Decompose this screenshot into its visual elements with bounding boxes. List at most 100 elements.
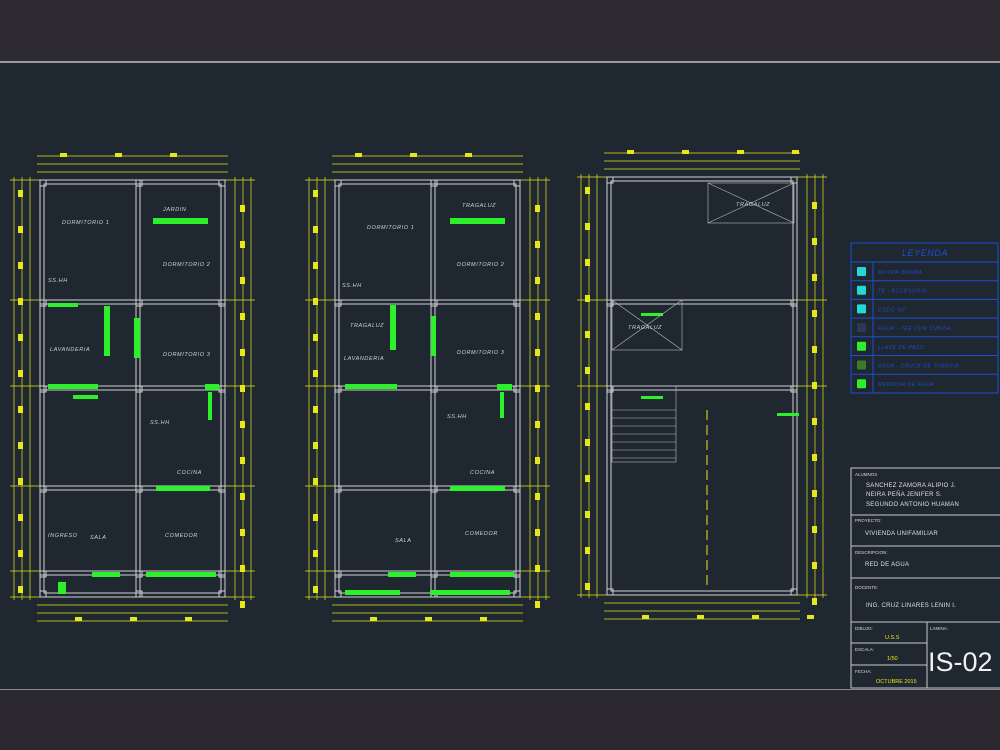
- docente-label: DOCENTE:: [855, 585, 878, 590]
- dimension-text: [585, 367, 590, 374]
- student-name: NEIRA PEÑA JENIFER S.: [866, 491, 942, 498]
- dimension-text: [812, 490, 817, 497]
- pump-icon: [857, 267, 866, 276]
- column: [218, 590, 226, 598]
- room-label: TRAGALUZ: [350, 323, 384, 329]
- dimension-text: [585, 331, 590, 338]
- dimension-text: [313, 478, 318, 485]
- dimension-text: [355, 153, 362, 157]
- column: [513, 179, 521, 187]
- dimension-text: [812, 238, 817, 245]
- column: [513, 570, 521, 578]
- dimension-text: [240, 601, 245, 608]
- dimension-text: [240, 277, 245, 284]
- column: [430, 570, 438, 578]
- light-well-frame: [611, 299, 683, 351]
- room-label: COCINA: [177, 470, 202, 476]
- dimension-text: [812, 346, 817, 353]
- water-pipe: [205, 384, 219, 390]
- column: [135, 590, 143, 598]
- water-pipe: [92, 572, 120, 577]
- column: [39, 385, 47, 393]
- dimension-text: [18, 550, 23, 557]
- column: [39, 590, 47, 598]
- dimension-text: [535, 349, 540, 356]
- room-label: TRAGALUZ: [462, 203, 496, 209]
- column: [218, 299, 226, 307]
- dimension-text: [370, 617, 377, 621]
- dimension-text: [115, 153, 122, 157]
- room-label: DORMITORIO 1: [367, 225, 414, 231]
- legend-label: MOTOR BOMBA: [878, 270, 923, 276]
- plan-3-labels: TRAGALUZ TRAGALUZ: [628, 202, 770, 331]
- title-block: [850, 467, 1000, 689]
- dimension-text: [812, 598, 817, 605]
- water-pipe: [345, 590, 400, 595]
- water-pipe: [208, 392, 212, 420]
- dimension-text: [792, 150, 799, 154]
- room-label: INGRESO: [48, 533, 78, 539]
- escala-value: 1/50: [887, 656, 898, 662]
- room-label: DORMITORIO 2: [457, 262, 504, 268]
- dimension-text: [18, 370, 23, 377]
- dimension-text: [313, 370, 318, 377]
- outer-wall: [338, 183, 517, 594]
- water-pipe: [497, 384, 512, 390]
- room-label: JARDIN: [162, 207, 186, 213]
- dimension-text: [535, 385, 540, 392]
- dimension-text: [18, 406, 23, 413]
- legend-item: CODO 90°: [851, 298, 998, 314]
- water-pipe: [153, 218, 208, 224]
- column: [430, 385, 438, 393]
- dimension-text: [410, 153, 417, 157]
- dimension-text: [752, 615, 759, 619]
- dimension-text: [812, 562, 817, 569]
- dimension-text: [18, 334, 23, 341]
- legend-item: TE - ACCESORIO: [851, 280, 998, 295]
- column: [790, 299, 798, 307]
- water-pipe: [641, 313, 663, 316]
- dimension-text: [240, 493, 245, 500]
- drawing-canvas[interactable]: [0, 63, 1000, 689]
- water-pipe: [48, 303, 78, 307]
- water-pipe: [641, 396, 663, 399]
- water-pipe: [431, 316, 436, 356]
- dimension-text: [313, 442, 318, 449]
- column: [606, 385, 614, 393]
- dimension-text: [585, 403, 590, 410]
- water-pipe: [390, 305, 396, 350]
- legend-item: MOTOR BOMBA: [857, 267, 923, 276]
- dimension-text: [585, 259, 590, 266]
- water-pipe: [777, 413, 799, 416]
- legend-label: LLAVE DE PASO: [878, 345, 924, 351]
- column: [790, 385, 798, 393]
- water-pipe: [450, 218, 505, 224]
- escala-label: ESCALA:: [855, 647, 874, 652]
- dimension-text: [585, 547, 590, 554]
- room-label: COMEDOR: [165, 533, 198, 539]
- legend-item: LLAVE DE PASO: [851, 336, 998, 351]
- column: [135, 385, 143, 393]
- column: [334, 590, 342, 598]
- dimension-text: [585, 511, 590, 518]
- dimension-text: [480, 617, 487, 621]
- column: [135, 299, 143, 307]
- dimension-text: [240, 457, 245, 464]
- dimension-text: [585, 223, 590, 230]
- room-label: TRAGALUZ: [628, 325, 662, 331]
- dibujo-value: U.S.S: [885, 635, 900, 641]
- plan-1-labels: DORMITORIO 1 JARDIN DORMITORIO 2 SS.HH L…: [48, 207, 210, 541]
- dimension-text: [313, 334, 318, 341]
- column: [218, 570, 226, 578]
- column: [430, 179, 438, 187]
- column: [334, 299, 342, 307]
- dimension-text: [18, 262, 23, 269]
- legend-label: AGUA - TEE CON SUBIDA: [877, 326, 951, 332]
- water-pipes: [641, 313, 799, 416]
- legend-label: MEDIDOR DE AGUA: [878, 382, 934, 388]
- dimension-text: [812, 310, 817, 317]
- student-name: SEGUNDO ANTONIO HUAMAN: [866, 502, 959, 508]
- dimension-text: [240, 241, 245, 248]
- dimension-text: [425, 617, 432, 621]
